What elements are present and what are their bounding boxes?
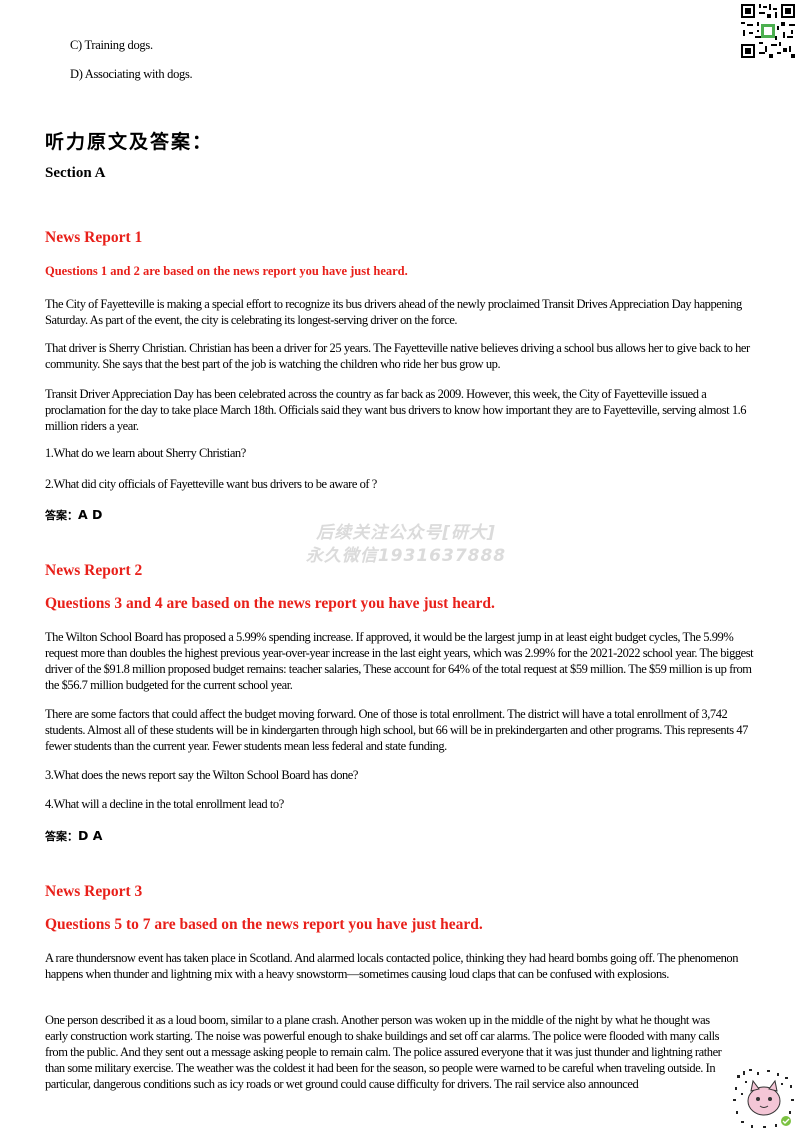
question-2: 2.What did city officials of Fayettevill… (45, 477, 377, 491)
report-1-paragraph: Transit Driver Appreciation Day has been… (45, 387, 747, 433)
report-1-questions-intro: Questions 1 and 2 are based on the news … (45, 264, 408, 278)
answer-value: A D (78, 507, 103, 522)
report-3-paragraph: A rare thundersnow event has taken place… (45, 951, 739, 981)
answer-value: D A (78, 828, 103, 843)
report-1-title: News Report 1 (45, 229, 143, 246)
answer-2: 答案：D A (45, 828, 102, 844)
report-2-paragraph: The Wilton School Board has proposed a 5… (45, 630, 754, 692)
watermark-line: 永久微信1931637888 (305, 546, 507, 566)
watermark: 后续关注公众号[研大] 永久微信1931637888 (296, 522, 516, 568)
question-4: 4.What will a decline in the total enrol… (45, 797, 284, 811)
mascot-sticker-icon (733, 1069, 794, 1128)
option-d: D) Associating with dogs. (70, 67, 193, 81)
section-title: Section A (45, 165, 106, 181)
report-1-paragraph: That driver is Sherry Christian. Christi… (45, 341, 750, 371)
answer-label: 答案： (45, 509, 78, 522)
report-3-title: News Report 3 (45, 883, 143, 900)
answer-1: 答案：A D (45, 507, 102, 523)
report-3-paragraph: One person described it as a loud boom, … (45, 1013, 722, 1091)
answer-label: 答案： (45, 830, 78, 843)
report-2-paragraph: There are some factors that could affect… (45, 707, 748, 753)
qr-code-icon (741, 4, 795, 58)
report-2-questions-intro: Questions 3 and 4 are based on the news … (45, 595, 495, 612)
question-1: 1.What do we learn about Sherry Christia… (45, 446, 246, 460)
question-3: 3.What does the news report say the Wilt… (45, 768, 358, 782)
option-c: C) Training dogs. (70, 38, 153, 52)
report-3-questions-intro: Questions 5 to 7 are based on the news r… (45, 916, 483, 933)
report-1-paragraph: The City of Fayetteville is making a spe… (45, 297, 742, 327)
watermark-line: 后续关注公众号[研大] (316, 523, 496, 543)
report-2-title: News Report 2 (45, 562, 143, 579)
transcript-heading: 听力原文及答案： (45, 131, 214, 153)
